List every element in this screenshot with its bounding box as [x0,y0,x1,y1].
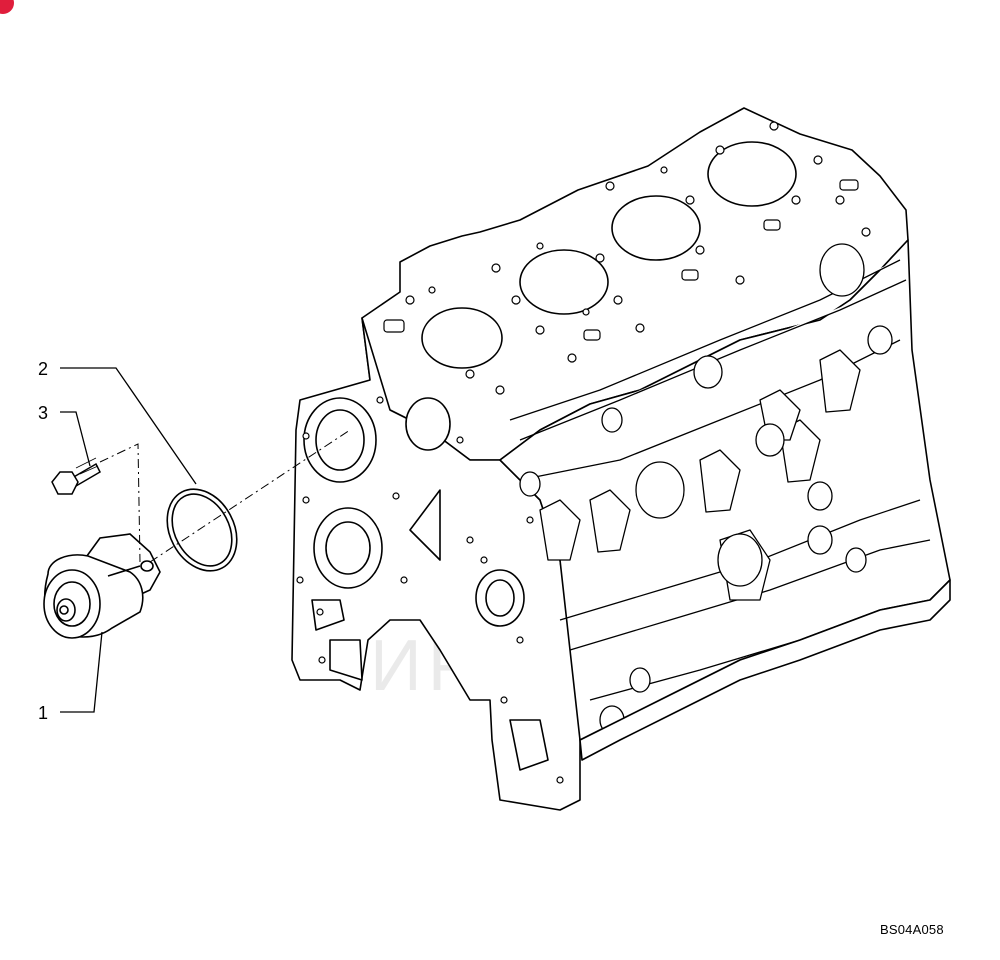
callouts [60,367,197,713]
leader-line-3 [60,411,91,467]
leader-line-2 [60,367,197,485]
engine-block-lower-rail [579,579,951,761]
engine-block [291,107,951,811]
cylinder-bores [421,141,797,369]
o-ring-gasket [166,488,238,572]
front-face-holes [296,396,564,784]
mounting-bolt-head [51,471,79,495]
callout-1: 1 [38,703,48,723]
mounting-bolt [51,457,101,495]
cylinder-bore-1 [421,307,503,369]
cylinder-bore-2 [519,249,609,315]
callout-2: 2 [38,359,48,379]
leader-line-1 [60,631,103,713]
cylinder-bore-3 [611,195,701,261]
water-pump [43,533,161,639]
figure-code: BS04A058 [880,922,944,937]
assembly-centerlines [99,429,351,563]
pump-centerline [149,429,351,563]
front-face-bores [303,397,549,771]
bolt-centerline [99,443,141,563]
side-face-details [509,243,931,735]
cylinder-bore-4 [707,141,797,207]
deck-holes [383,121,871,395]
callout-3: 3 [38,403,48,423]
corner-badge [0,0,14,14]
